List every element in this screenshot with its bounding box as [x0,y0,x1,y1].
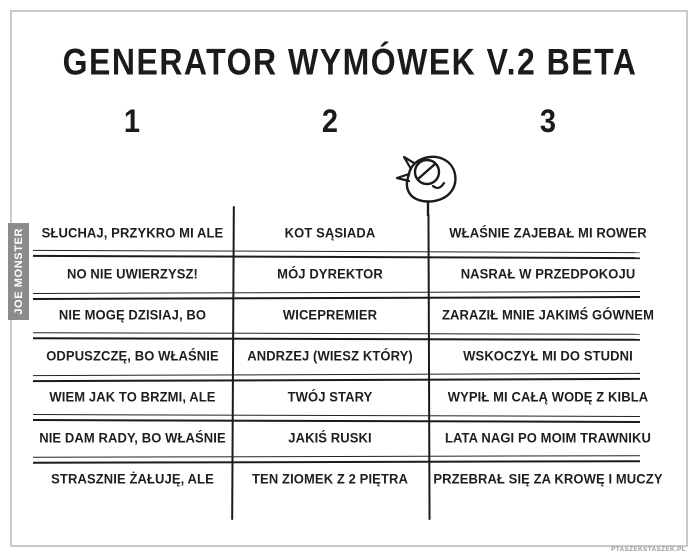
excuse-cell: WSKOCZYŁ MI DO STUDNI [463,347,633,364]
excuse-cell: WIEM JAK TO BRZMI, ALE [49,388,216,405]
excuse-cell: WŁAŚNIE ZAJEBAŁ MI ROWER [449,224,647,241]
excuse-cell: MÓJ DYREKTOR [277,265,383,282]
column-header-1: 1 [123,104,141,140]
excuse-cell: KOT SĄSIADA [284,224,376,241]
excuse-cell: WICEPREMIER [282,306,378,323]
excuse-cell: NASRAŁ W PRZEDPOKOJU [460,265,636,282]
excuse-cell: LATA NAGI PO MOIM TRAWNIKU [444,429,651,446]
excuse-cell: ODPUSZCZĘ, BO WŁAŚNIE [46,347,219,364]
excuse-cell: STRASZNIE ŻAŁUJĘ, ALE [51,470,214,487]
excuse-cell: TEN ZIOMEK Z 2 PIĘTRA [252,470,408,487]
page-border-frame [10,10,688,547]
excuse-cell: TWÓJ STARY [287,388,373,405]
excuse-table: SŁUCHAJ, PRZYKRO MI ALE NO NIE UWIERZYSZ… [32,205,668,521]
excuse-column-1: SŁUCHAJ, PRZYKRO MI ALE NO NIE UWIERZYSZ… [33,212,232,499]
excuse-cell: NIE MOGĘ DZISIAJ, BO [58,306,207,323]
credit-watermark: PTASZEKSTASZEK.PL [611,546,686,553]
joe-monster-watermark: JOE MONSTER [8,223,29,320]
watermark-label: JOE MONSTER [12,228,25,315]
column-header-2: 2 [321,104,339,140]
excuse-cell: SŁUCHAJ, PRZYKRO MI ALE [41,224,224,241]
excuse-cell: ANDRZEJ (WIESZ KTÓRY) [247,347,413,364]
excuse-cell: NO NIE UWIERZYSZ! [67,265,198,282]
excuse-column-2: KOT SĄSIADA MÓJ DYREKTOR WICEPREMIER AND… [232,212,428,499]
excuse-column-3: WŁAŚNIE ZAJEBAŁ MI ROWER NASRAŁ W PRZEDP… [428,212,668,499]
bird-doodle-icon [387,150,463,216]
excuse-cell: ZARAZIŁ MNIE JAKIMŚ GÓWNEM [441,306,655,323]
page-title: GENERATOR WYMÓWEK V.2 BETA [62,41,638,83]
excuse-cell: WYPIŁ MI CAŁĄ WODĘ Z KIBLA [447,388,649,405]
excuse-cell: PRZEBRAŁ SIĘ ZA KROWĘ I MUCZY [433,470,663,487]
excuse-cell: NIE DAM RADY, BO WŁAŚNIE [39,429,226,446]
column-header-3: 3 [539,104,557,140]
excuse-cell: JAKIŚ RUSKI [288,429,372,446]
